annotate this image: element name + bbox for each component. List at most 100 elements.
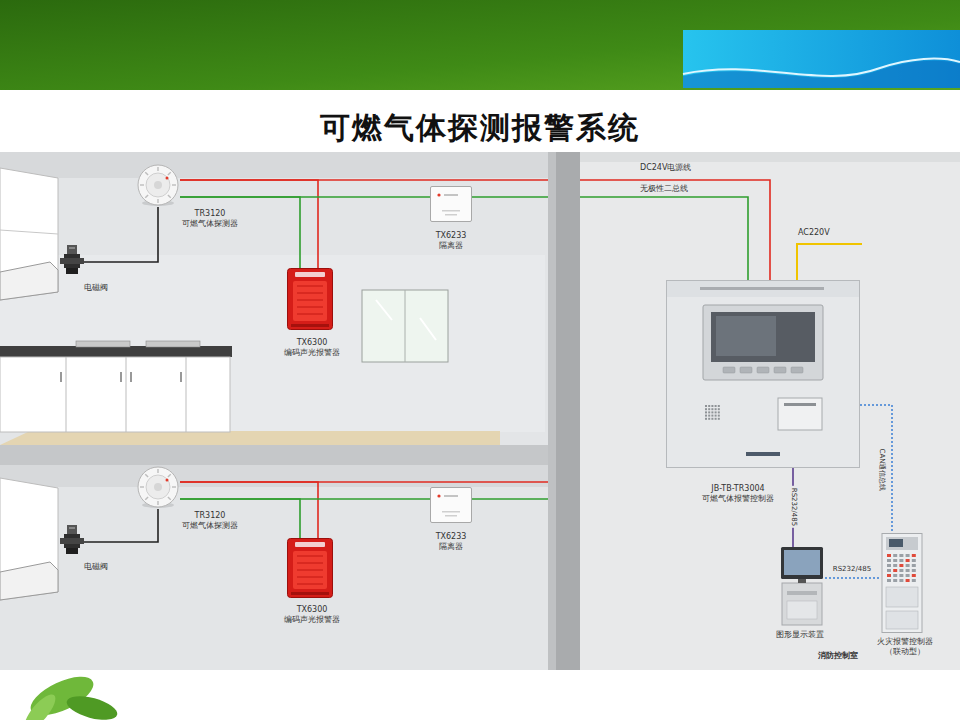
alarm-grille: [297, 314, 323, 315]
detector-vent: [172, 184, 176, 185]
device-icon: [880, 533, 924, 633]
speaker-grille: [718, 415, 720, 417]
isolator-marking: [444, 495, 458, 497]
wire-connector: [180, 180, 318, 268]
device-label: 图形显示装置: [776, 630, 824, 640]
fire-panel-key: [899, 574, 903, 577]
base-cabinet: [0, 357, 230, 432]
detector-vent: [172, 486, 176, 487]
gas-alarm-controller: JB-TB-TR3004 可燃气体报警控制器: [666, 280, 860, 468]
fire-panel-key: [893, 554, 897, 557]
fire-panel-key: [887, 559, 891, 562]
controller-nameplate: [700, 287, 824, 290]
device-icon: [287, 268, 333, 330]
speaker-grille: [718, 408, 720, 410]
fire-panel-key: [893, 559, 897, 562]
room-name: 消防控制室: [818, 652, 858, 660]
header-wave: [683, 61, 960, 88]
control-button: [740, 367, 752, 373]
isolator-marking: [442, 210, 460, 212]
header-bar: [0, 0, 960, 90]
fire-panel-top: [886, 537, 918, 550]
speaker-grille: [715, 415, 717, 417]
device-icon: [287, 538, 333, 598]
fire-panel-key: [912, 569, 916, 572]
wire-connector: [472, 197, 748, 280]
isolator-body: [431, 187, 472, 222]
speaker-grille: [705, 418, 707, 420]
range-hood: [0, 262, 58, 300]
display-console: [782, 583, 822, 625]
device-label: TR3120 可燃气体探测器: [182, 511, 238, 531]
controller-top-strip: [667, 281, 859, 297]
fire-panel-key: [912, 554, 916, 557]
wall-column: [548, 152, 580, 670]
fire-panel-key: [906, 569, 910, 572]
detector-vent: [168, 172, 171, 175]
fire-panel-key: [893, 579, 897, 582]
detector-vent: [157, 501, 158, 505]
upper-ceiling: [0, 152, 555, 178]
lcd-screen: [711, 312, 815, 362]
wall-column-face: [548, 152, 556, 670]
wire-name: DC24V电源线: [640, 164, 691, 172]
alarm-lens: [293, 551, 327, 589]
detector-vent: [145, 195, 148, 198]
detector-vent: [168, 497, 171, 500]
header-wave-line: [683, 59, 960, 76]
speaker-grille: [711, 408, 713, 410]
speaker-grille: [705, 415, 707, 417]
speaker-grille: [708, 418, 710, 420]
window-glare: [376, 300, 392, 320]
fire-panel-key: [906, 574, 910, 577]
solenoid-valve: 电磁阀: [60, 244, 84, 276]
fire-panel-lcd: [889, 539, 903, 547]
alarm-lens: [293, 281, 327, 321]
leaf-decoration: [20, 690, 61, 720]
isolator-body: [431, 488, 472, 523]
control-button: [791, 367, 803, 373]
monitor: [781, 547, 823, 579]
control-room-ceiling: [580, 152, 960, 162]
fire-panel-key: [887, 564, 891, 567]
printer-slot: [784, 403, 816, 406]
detector-body: [138, 467, 178, 507]
speaker-grille: [715, 418, 717, 420]
isolator-marking: [445, 214, 457, 216]
device-icon: [430, 487, 472, 523]
isolator-led: [437, 193, 440, 196]
gas-detector: TR3120 可燃气体探测器: [136, 465, 180, 509]
brand-plate: [746, 452, 780, 456]
upper-back-wall: [0, 255, 545, 432]
detector-ring: [146, 475, 170, 499]
screen-frame: [703, 305, 823, 380]
valve-coil: [67, 525, 77, 534]
lower-room: [0, 465, 555, 670]
speaker-grille: [715, 411, 717, 413]
detector-vent: [157, 199, 158, 203]
fire-panel-key: [906, 564, 910, 567]
graphic-display: 图形显示装置: [779, 547, 825, 625]
speaker-grille: [705, 405, 707, 407]
valve-coil: [67, 245, 77, 254]
device-icon: [779, 547, 825, 625]
range-hood: [0, 562, 58, 600]
alarm-grille: [297, 300, 323, 301]
fire-panel-key: [906, 559, 910, 562]
lcd-glare: [716, 316, 776, 356]
window: [362, 290, 448, 362]
countertop: [0, 346, 232, 357]
fire-panel-key: [893, 569, 897, 572]
base-cabinet: [186, 357, 187, 432]
controller-cabinet: [667, 281, 860, 468]
wire-connector: [180, 482, 318, 538]
device-icon: [136, 163, 180, 207]
alarm-grille: [297, 577, 323, 578]
isolator-marking: [442, 511, 460, 513]
wall-cabinet: [0, 168, 58, 300]
wire-name: AC220V: [798, 229, 830, 237]
detector-sensor: [154, 483, 162, 491]
fire-panel-key: [887, 569, 891, 572]
fire-alarm-controller: 火灾报警控制器 （联动型）: [880, 533, 924, 633]
